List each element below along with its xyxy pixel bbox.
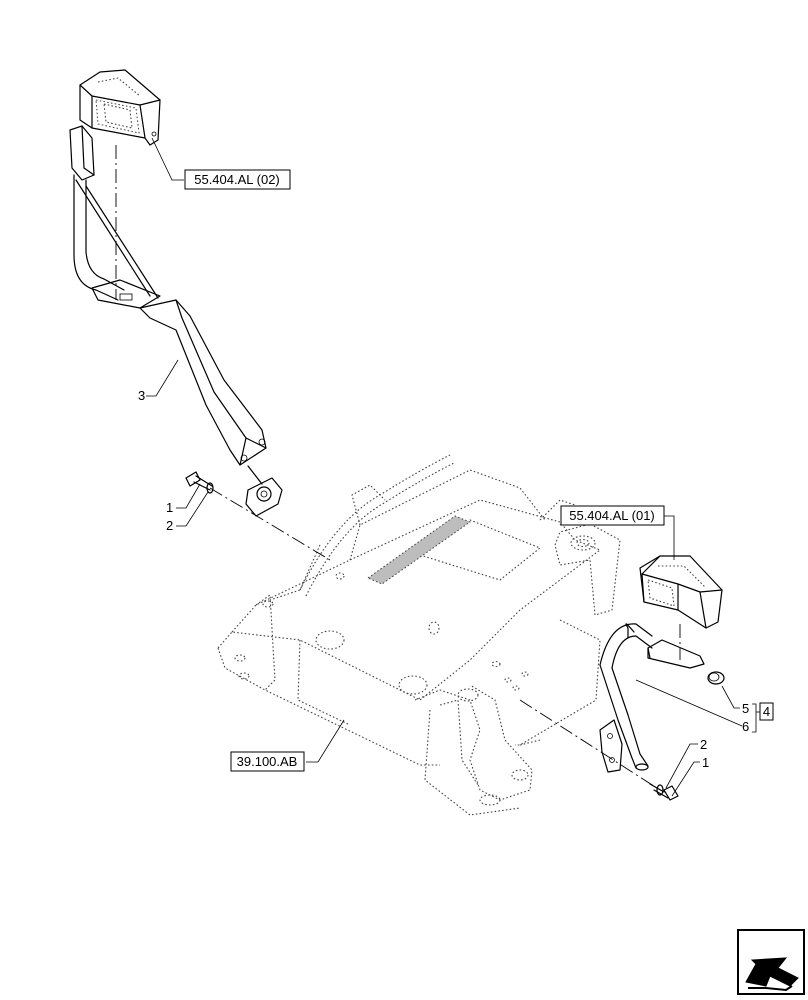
callout-lower-washer: 2 (700, 737, 707, 752)
upper-mount-plate (245, 465, 283, 517)
callout-upper-arm: 3 (138, 388, 145, 403)
lower-lamp-bracket (599, 623, 705, 773)
svg-text:55.404.AL (01): 55.404.AL (01) (569, 508, 655, 523)
callout-lower-bolt: 1 (702, 755, 709, 770)
upper-lamp-bracket-arm (69, 125, 267, 466)
svg-text:39.100.AB: 39.100.AB (237, 754, 298, 769)
reference-frame[interactable]: 39.100.AB (230, 751, 305, 772)
upper-washer (206, 482, 214, 494)
reference-lower-lamp[interactable]: 55.404.AL (01) (560, 505, 665, 526)
lower-work-lamp (639, 555, 723, 629)
callout-kit: 4 (759, 702, 774, 721)
svg-text:55.404.AL (02): 55.404.AL (02) (194, 172, 280, 187)
tractor-frame (217, 454, 621, 816)
lower-plug (707, 671, 725, 685)
leader-lines (146, 137, 762, 797)
callout-lower-bracket: 6 (742, 719, 749, 734)
lower-bolt (649, 783, 679, 801)
upper-bolt (185, 471, 213, 491)
svg-text:4: 4 (763, 704, 770, 719)
reference-upper-lamp[interactable]: 55.404.AL (02) (184, 169, 291, 190)
lower-washer (656, 784, 664, 796)
upper-work-lamp (79, 69, 161, 146)
callout-lower-plug: 5 (742, 701, 749, 716)
callout-upper-washer: 2 (166, 518, 173, 533)
next-page-arrow-icon[interactable] (737, 929, 805, 995)
centerlines (115, 145, 681, 791)
callout-upper-bolt: 1 (166, 500, 173, 515)
